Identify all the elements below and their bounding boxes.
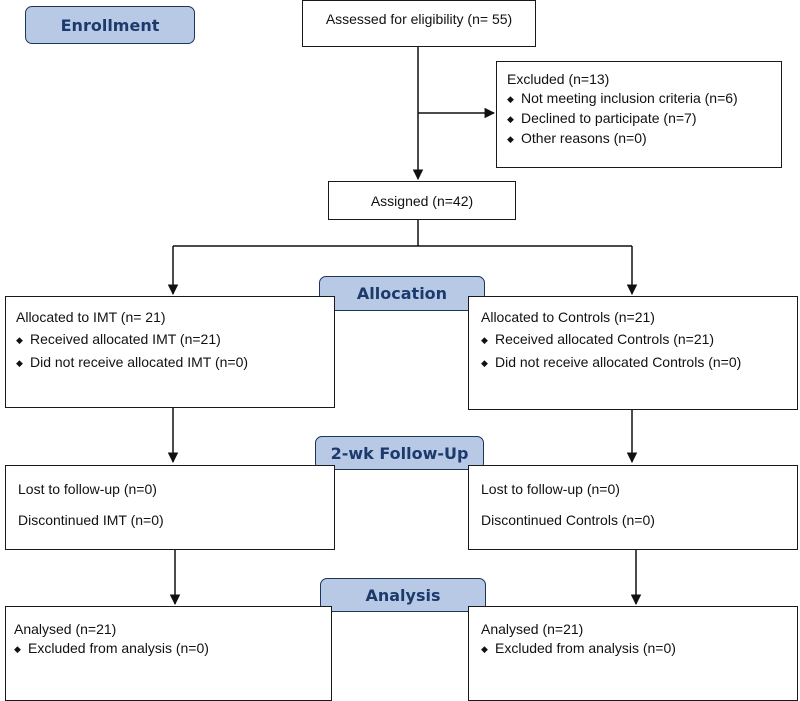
- bullet-icon: ◆: [507, 94, 514, 104]
- allocated-imt-item: ◆Did not receive allocated IMT (n=0): [16, 353, 334, 373]
- excluded-box: Excluded (n=13) ◆Not meeting inclusion c…: [496, 61, 782, 168]
- allocated-controls-item: ◆Did not receive allocated Controls (n=0…: [481, 353, 797, 373]
- excluded-item: ◆Declined to participate (n=7): [507, 109, 781, 129]
- analysis-controls-box: Analysed (n=21) ◆Excluded from analysis …: [468, 606, 798, 701]
- followup-imt-lost: Lost to follow-up (n=0): [18, 481, 157, 497]
- analysis-controls-item: ◆Excluded from analysis (n=0): [481, 639, 797, 659]
- bullet-icon: ◆: [507, 134, 514, 144]
- excluded-item: ◆Other reasons (n=0): [507, 129, 781, 149]
- stage-enrollment: Enrollment: [25, 6, 195, 44]
- allocated-imt-title: Allocated to IMT (n= 21): [16, 309, 166, 325]
- allocated-controls-title: Allocated to Controls (n=21): [481, 309, 655, 325]
- analysis-imt-box: Analysed (n=21) ◆Excluded from analysis …: [5, 606, 332, 701]
- stage-analysis: Analysis: [320, 578, 486, 612]
- assigned-text: Assigned (n=42): [370, 193, 474, 209]
- followup-controls-lost: Lost to follow-up (n=0): [481, 481, 620, 497]
- assessed-box: Assessed for eligibility (n= 55): [302, 0, 536, 47]
- analysis-imt-item: ◆Excluded from analysis (n=0): [14, 639, 331, 659]
- bullet-icon: ◆: [16, 335, 23, 345]
- bullet-icon: ◆: [481, 358, 488, 368]
- stage-allocation: Allocation: [319, 276, 485, 311]
- allocated-controls-box: Allocated to Controls (n=21) ◆Received a…: [468, 296, 798, 410]
- followup-controls-box: Lost to follow-up (n=0) Discontinued Con…: [468, 465, 798, 550]
- bullet-icon: ◆: [481, 335, 488, 345]
- excluded-title: Excluded (n=13): [507, 71, 610, 87]
- bullet-icon: ◆: [507, 114, 514, 124]
- allocated-imt-box: Allocated to IMT (n= 21) ◆Received alloc…: [5, 296, 335, 408]
- bullet-icon: ◆: [481, 644, 488, 654]
- analysis-imt-title: Analysed (n=21): [14, 621, 117, 637]
- analysis-controls-title: Analysed (n=21): [481, 621, 584, 637]
- followup-imt-box: Lost to follow-up (n=0) Discontinued IMT…: [5, 465, 335, 550]
- bullet-icon: ◆: [14, 644, 21, 654]
- bullet-icon: ◆: [16, 358, 23, 368]
- followup-imt-discontinued: Discontinued IMT (n=0): [18, 512, 164, 528]
- stage-followup: 2-wk Follow-Up: [315, 436, 484, 470]
- excluded-item: ◆Not meeting inclusion criteria (n=6): [507, 89, 781, 109]
- assessed-text: Assessed for eligibility (n= 55): [325, 11, 513, 27]
- assigned-box: Assigned (n=42): [328, 181, 516, 220]
- followup-controls-discontinued: Discontinued Controls (n=0): [481, 512, 655, 528]
- allocated-imt-item: ◆Received allocated IMT (n=21): [16, 330, 334, 350]
- allocated-controls-item: ◆Received allocated Controls (n=21): [481, 330, 797, 350]
